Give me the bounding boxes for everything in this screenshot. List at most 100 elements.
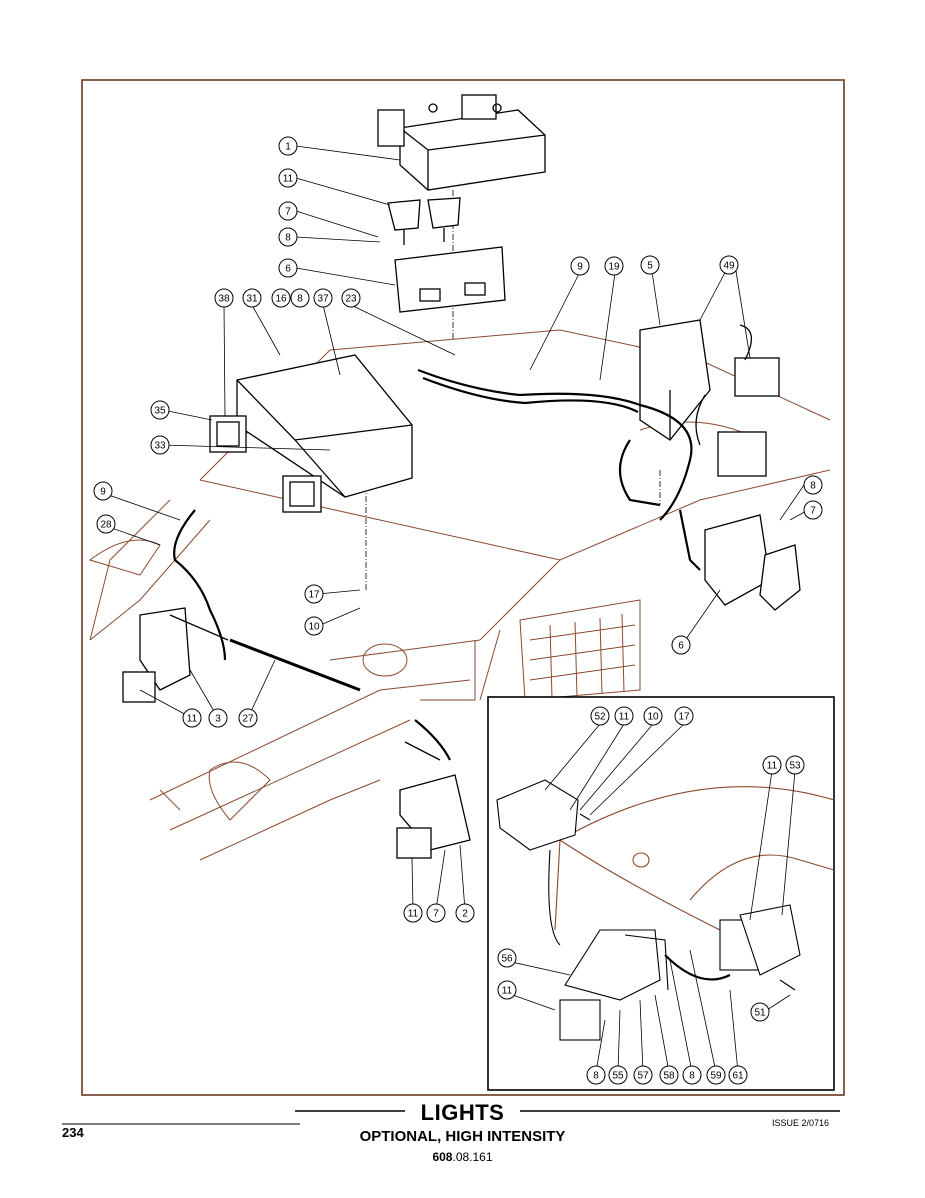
callout-59: 59: [706, 1065, 726, 1085]
callout-circle: [750, 1002, 770, 1022]
callout-28: 28: [96, 514, 116, 534]
callout-label: 11: [502, 986, 513, 997]
callout-11: 11: [182, 708, 202, 728]
callout-52: 52: [590, 706, 610, 726]
callout-label: 3: [215, 714, 221, 725]
callout-circle: [640, 255, 660, 275]
callout-circle: [614, 706, 634, 726]
callout-circle: [785, 755, 805, 775]
callout-circle: [278, 136, 298, 156]
page-subtitle: OPTIONAL, HIGH INTENSITY: [359, 1128, 566, 1145]
callout-57: 57: [633, 1065, 653, 1085]
callout-3: 3: [208, 708, 228, 728]
callout-8: 8: [803, 475, 823, 495]
callout-label: 31: [246, 294, 258, 305]
callout-label: 11: [619, 712, 630, 723]
callout-1: 1: [278, 136, 298, 156]
inset-art: [496, 779, 835, 1041]
callout-9: 9: [93, 481, 113, 501]
callout-label: 2: [462, 909, 468, 920]
callout-6: 6: [278, 258, 298, 278]
callout-35: 35: [150, 400, 170, 420]
callout-label: 28: [100, 520, 112, 531]
callout-53: 53: [785, 755, 805, 775]
callout-label: 59: [710, 1071, 722, 1082]
callout-circle: [426, 903, 446, 923]
callout-label: 52: [594, 712, 606, 723]
callout-circle: [674, 706, 694, 726]
callout-circle: [586, 1065, 606, 1085]
callout-circle: [150, 435, 170, 455]
callout-label: 61: [732, 1071, 744, 1082]
callout-label: 57: [637, 1071, 649, 1082]
callout-6: 6: [671, 635, 691, 655]
callout-circle: [633, 1065, 653, 1085]
callout-circle: [304, 616, 324, 636]
callout-label: 8: [593, 1071, 599, 1082]
callout-label: 51: [754, 1008, 766, 1019]
callout-11: 11: [762, 755, 782, 775]
callout-16: 16: [271, 288, 291, 308]
callout-8: 8: [278, 227, 298, 247]
callout-circle: [762, 755, 782, 775]
callout-10: 10: [643, 706, 663, 726]
callout-circle: [93, 481, 113, 501]
callout-label: 38: [218, 294, 230, 305]
callout-19: 19: [604, 256, 624, 276]
callout-label: 17: [678, 712, 690, 723]
diagram-frame: [81, 79, 845, 1096]
callout-label: 8: [297, 294, 303, 305]
callout-27: 27: [238, 708, 258, 728]
callout-circle: [719, 255, 739, 275]
callout-2: 2: [455, 903, 475, 923]
callout-circle: [278, 258, 298, 278]
callout-label: 16: [275, 294, 287, 305]
callout-label: 55: [612, 1071, 624, 1082]
issue-label: ISSUE 2/0716: [772, 1118, 830, 1128]
callout-11: 11: [614, 706, 634, 726]
callout-label: 7: [285, 207, 291, 218]
callout-label: 6: [678, 641, 684, 652]
callout-circle: [238, 708, 258, 728]
callout-8: 8: [682, 1065, 702, 1085]
callout-circle: [659, 1065, 679, 1085]
callout-label: 9: [100, 487, 106, 498]
page-title: LIGHTS: [0, 1100, 925, 1126]
callout-label: 6: [285, 264, 291, 275]
callout-label: 35: [154, 406, 166, 417]
callout-label: 5: [647, 261, 653, 272]
callout-label: 33: [154, 441, 166, 452]
callout-23: 23: [341, 288, 361, 308]
part-code: 608.08.161: [0, 1150, 925, 1164]
callout-circle: [278, 227, 298, 247]
callout-49: 49: [719, 255, 739, 275]
callout-circle: [96, 514, 116, 534]
callout-7: 7: [278, 201, 298, 221]
callout-8: 8: [290, 288, 310, 308]
callout-label: 9: [577, 262, 583, 273]
alignment-lines: [365, 190, 661, 590]
callout-55: 55: [608, 1065, 628, 1085]
callout-circle: [682, 1065, 702, 1085]
callout-17: 17: [674, 706, 694, 726]
component-art: [122, 94, 801, 859]
callout-61: 61: [728, 1065, 748, 1085]
part-code-bold: 608: [432, 1150, 453, 1164]
inset-frame: [487, 696, 835, 1091]
callout-circle: [278, 168, 298, 188]
callout-11: 11: [278, 168, 298, 188]
callout-circle: [290, 288, 310, 308]
title-rules: [62, 1110, 840, 1125]
callout-circle: [182, 708, 202, 728]
callout-circle: [497, 948, 517, 968]
callout-label: 8: [285, 233, 291, 244]
callout-7: 7: [426, 903, 446, 923]
callout-circle: [803, 500, 823, 520]
callout-9: 9: [570, 256, 590, 276]
callout-label: 8: [810, 481, 816, 492]
callout-label: 11: [187, 714, 198, 725]
callout-circle: [497, 980, 517, 1000]
callout-label: 58: [663, 1071, 675, 1082]
